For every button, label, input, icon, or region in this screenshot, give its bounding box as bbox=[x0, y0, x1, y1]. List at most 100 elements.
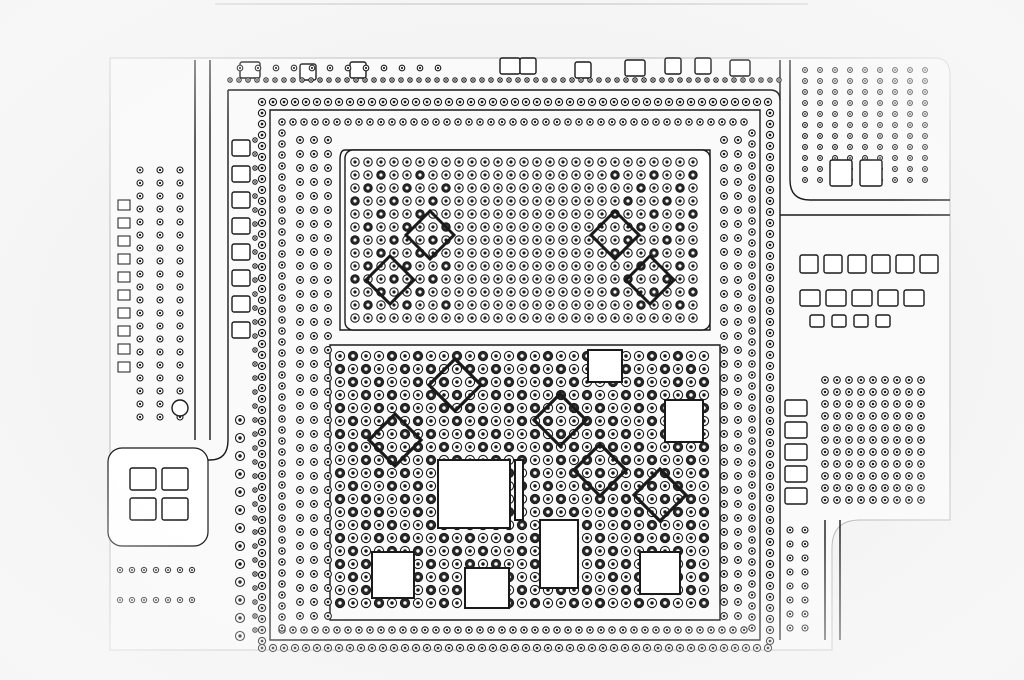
via-hole bbox=[280, 285, 284, 289]
via-hole bbox=[835, 438, 839, 442]
via-hole bbox=[722, 516, 726, 520]
via-hole bbox=[351, 536, 355, 540]
via-hole bbox=[803, 612, 807, 616]
via-hole bbox=[849, 69, 851, 71]
via-hole bbox=[883, 414, 887, 418]
via-hole bbox=[624, 484, 628, 488]
via-hole bbox=[700, 646, 704, 650]
via-hole bbox=[879, 69, 881, 71]
via-hole bbox=[676, 120, 680, 124]
via-hole bbox=[509, 199, 513, 203]
via-hole bbox=[293, 646, 297, 650]
via-hole bbox=[405, 173, 409, 177]
via-hole bbox=[742, 628, 746, 632]
pad bbox=[231, 165, 251, 183]
via-hole bbox=[455, 549, 459, 553]
via-hole bbox=[470, 186, 474, 190]
via-hole bbox=[698, 628, 702, 632]
via-hole bbox=[298, 348, 302, 352]
via-hole bbox=[626, 199, 630, 203]
via-hole bbox=[585, 601, 589, 605]
via-hole bbox=[260, 452, 264, 456]
via-hole bbox=[613, 160, 617, 164]
via-hole bbox=[823, 474, 827, 478]
via-hole bbox=[919, 474, 923, 478]
via-hole bbox=[390, 354, 394, 358]
via-hole bbox=[533, 497, 537, 501]
via-hole bbox=[895, 462, 899, 466]
via-hole bbox=[624, 393, 628, 397]
via-hole bbox=[546, 100, 550, 104]
via-hole bbox=[312, 432, 316, 436]
via-hole bbox=[392, 290, 396, 294]
via-hole bbox=[663, 536, 667, 540]
via-hole bbox=[390, 601, 394, 605]
via-hole bbox=[403, 510, 407, 514]
via-hole bbox=[722, 390, 726, 394]
via-hole bbox=[326, 348, 330, 352]
via-hole bbox=[535, 212, 539, 216]
via-hole bbox=[588, 120, 592, 124]
via-hole bbox=[302, 628, 306, 632]
via-hole bbox=[254, 629, 256, 631]
via-hole bbox=[689, 562, 693, 566]
via-hole bbox=[338, 445, 342, 449]
via-hole bbox=[894, 91, 896, 93]
via-hole bbox=[650, 393, 654, 397]
via-hole bbox=[364, 562, 368, 566]
via-hole bbox=[238, 472, 242, 476]
via-hole bbox=[353, 160, 357, 164]
via-hole bbox=[468, 536, 472, 540]
via-hole bbox=[442, 380, 446, 384]
pad bbox=[624, 59, 646, 77]
via-hole bbox=[442, 562, 446, 566]
via-hole bbox=[768, 287, 772, 291]
via-hole bbox=[847, 438, 851, 442]
via-hole bbox=[654, 628, 658, 632]
via-hole bbox=[895, 450, 899, 454]
via-hole bbox=[312, 390, 316, 394]
via-hole bbox=[919, 498, 923, 502]
via-hole bbox=[496, 186, 500, 190]
via-hole bbox=[733, 100, 737, 104]
via-hole bbox=[613, 238, 617, 242]
via-hole bbox=[572, 393, 576, 397]
via-hole bbox=[637, 523, 641, 527]
via-hole bbox=[626, 303, 630, 307]
via-hole bbox=[418, 186, 422, 190]
via-hole bbox=[353, 264, 357, 268]
via-hole bbox=[348, 100, 352, 104]
via-hole bbox=[326, 460, 330, 464]
via-hole bbox=[561, 264, 565, 268]
via-hole bbox=[804, 102, 806, 104]
via-hole bbox=[491, 100, 495, 104]
via-hole bbox=[260, 518, 264, 522]
via-hole bbox=[119, 599, 121, 601]
via-hole bbox=[561, 225, 565, 229]
via-hole bbox=[364, 380, 368, 384]
via-hole bbox=[803, 570, 807, 574]
via-hole bbox=[280, 340, 284, 344]
via-hole bbox=[442, 601, 446, 605]
via-hole bbox=[470, 316, 474, 320]
via-hole bbox=[650, 523, 654, 527]
via-hole bbox=[879, 80, 881, 82]
via-hole bbox=[418, 66, 422, 70]
via-hole bbox=[598, 432, 602, 436]
via-hole bbox=[496, 238, 500, 242]
via-hole bbox=[834, 91, 836, 93]
via-hole bbox=[423, 120, 427, 124]
via-hole bbox=[611, 445, 615, 449]
via-hole bbox=[907, 414, 911, 418]
via-hole bbox=[535, 79, 537, 81]
via-hole bbox=[366, 316, 370, 320]
via-hole bbox=[489, 628, 493, 632]
via-hole bbox=[298, 264, 302, 268]
via-hole bbox=[819, 146, 821, 148]
via-hole bbox=[819, 102, 821, 104]
via-hole bbox=[919, 462, 923, 466]
via-hole bbox=[760, 79, 762, 81]
via-hole bbox=[883, 486, 887, 490]
via-hole bbox=[533, 458, 537, 462]
via-hole bbox=[158, 207, 162, 211]
